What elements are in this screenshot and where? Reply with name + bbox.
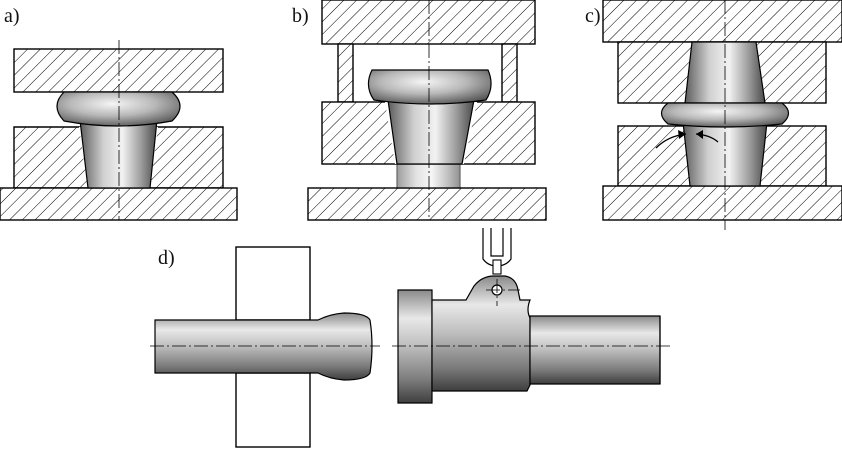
- base-plate: [307, 187, 547, 221]
- panel-a-label: a): [4, 5, 20, 27]
- base-plate: [602, 185, 842, 221]
- panel-b: b): [292, 0, 547, 221]
- panel-a: a): [0, 5, 238, 221]
- ejector-pin: [396, 163, 461, 189]
- workpiece-shank: [387, 99, 475, 165]
- upper-die: [602, 0, 842, 43]
- flange: [397, 289, 433, 404]
- panel-c: c): [585, 0, 842, 230]
- left-guide: [337, 43, 354, 103]
- upset-head: [56, 91, 181, 127]
- base-plate: [0, 187, 238, 221]
- body: [431, 275, 531, 392]
- panel-d-label: d): [158, 247, 175, 269]
- upset-head: [367, 69, 492, 105]
- panel-b-label: b): [292, 5, 309, 27]
- shaft: [529, 315, 661, 385]
- lower-electrode: [235, 372, 311, 448]
- arrow-head-right: [696, 130, 703, 139]
- upset-bar: [154, 312, 373, 381]
- workpiece-shank: [79, 119, 158, 189]
- clevis-link: [492, 259, 502, 275]
- upper-electrode: [235, 246, 311, 321]
- panel-d: d): [150, 228, 672, 448]
- panel-c-label: c): [585, 5, 601, 27]
- upper-die: [13, 48, 224, 93]
- upper-die: [321, 0, 536, 45]
- right-guide: [501, 43, 518, 103]
- arrow-head-left: [678, 130, 686, 139]
